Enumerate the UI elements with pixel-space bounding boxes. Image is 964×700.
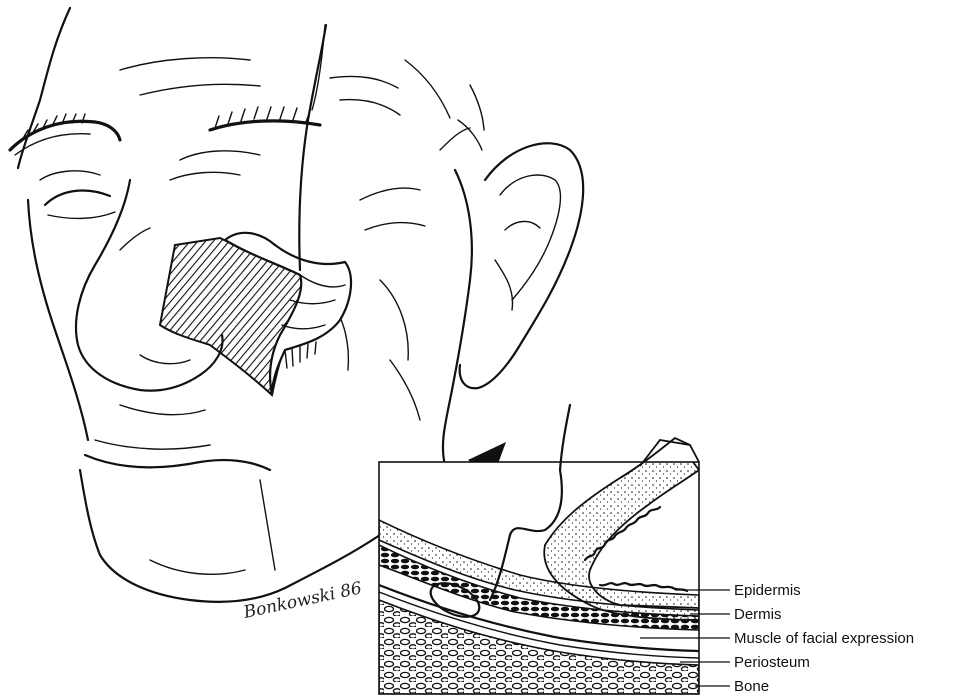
label-muscle: Muscle of facial expression [734, 630, 914, 647]
label-dermis: Dermis [734, 606, 782, 623]
skin-flap [160, 25, 351, 395]
tissue-cross-section [379, 405, 699, 694]
label-periosteum: Periosteum [734, 654, 810, 671]
artist-signature: Bonkowski 86 [241, 578, 364, 623]
label-epidermis: Epidermis [734, 582, 801, 599]
label-bone: Bone [734, 678, 769, 695]
